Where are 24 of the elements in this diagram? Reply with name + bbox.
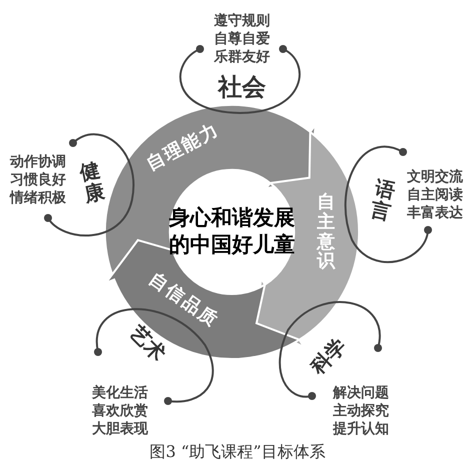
goal-item: 文明交流	[407, 168, 463, 186]
segment-label: 自主意识	[317, 192, 335, 272]
goal-item: 丰富表达	[407, 204, 463, 222]
category-heading: 社会	[218, 69, 266, 105]
goal-item: 情绪积极	[10, 189, 66, 207]
goal-item: 美化生活	[92, 384, 148, 402]
goal-item: 习惯良好	[10, 171, 66, 189]
goal-item: 提升认知	[333, 420, 389, 438]
goal-item: 主动探究	[333, 402, 389, 420]
goal-item: 遵守规则	[214, 12, 270, 30]
category-heading: 健康	[78, 158, 106, 206]
goal-item: 喜欢欣赏	[92, 402, 148, 420]
category-heading: 艺术	[123, 318, 173, 368]
segment-label: 自理能力	[142, 118, 224, 178]
goal-item: 大胆表现	[92, 420, 148, 438]
center-title: 身心和谐发展的中国好儿童	[166, 204, 298, 260]
goal-item: 乐群友好	[214, 48, 270, 66]
category-heading: 科学	[303, 331, 353, 381]
goal-item: 自主阅读	[407, 186, 463, 204]
goal-item: 动作协调	[10, 153, 66, 171]
category-heading: 语言	[368, 176, 398, 224]
caption: 图3 “助飞课程”目标体系	[148, 441, 326, 463]
goal-item: 自尊自爱	[214, 30, 270, 48]
goal-item: 解决问题	[333, 384, 389, 402]
